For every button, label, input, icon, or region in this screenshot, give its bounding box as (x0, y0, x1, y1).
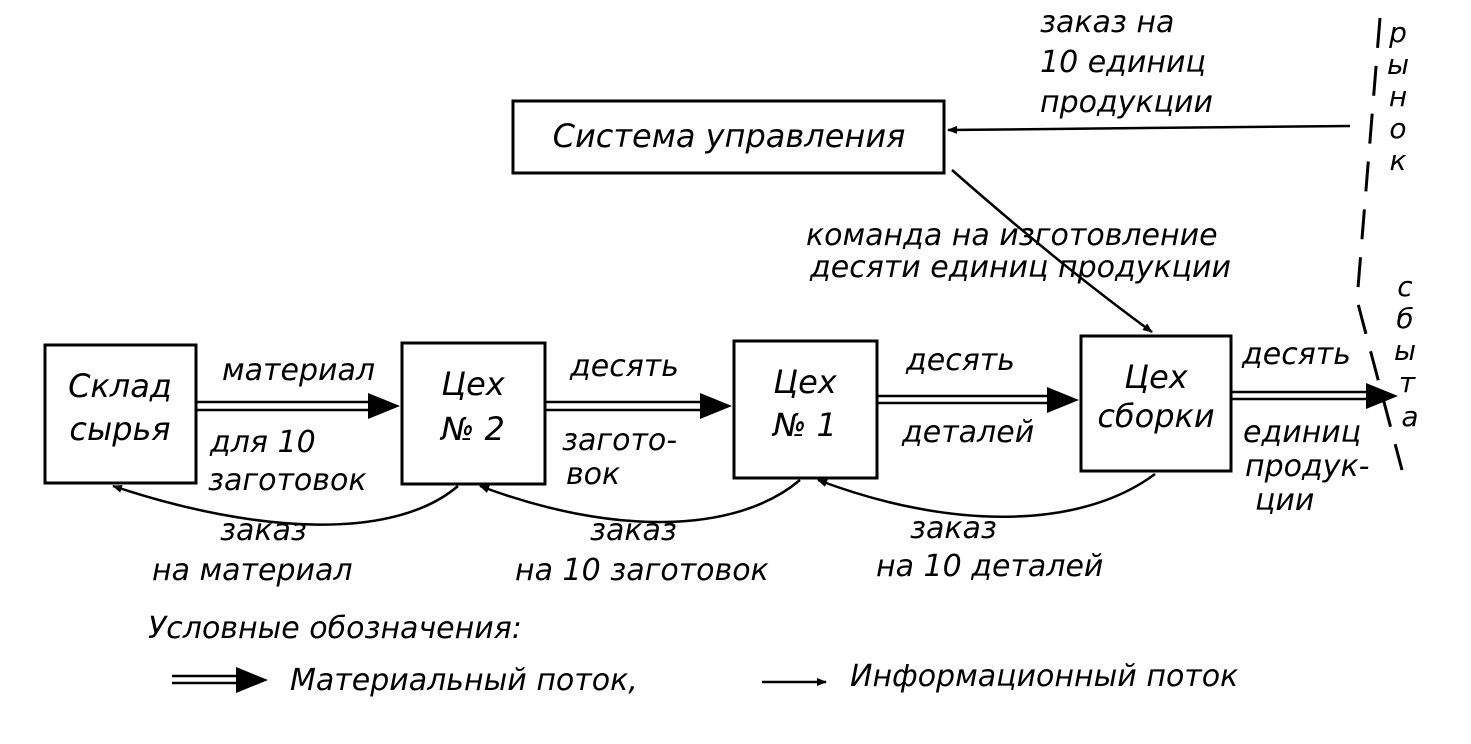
svg-text:загото-: загото- (562, 423, 677, 458)
svg-text:продук-: продук- (1245, 449, 1369, 484)
material-flow-warehouse-to-shop2 (196, 393, 400, 419)
svg-text:заказ на: заказ на (1040, 5, 1174, 40)
info-flow-control-to-assembly (951, 169, 1153, 334)
sales-word-vertical: с б ы т а (1394, 270, 1419, 433)
assembly-label-line2: сборки (1097, 397, 1214, 435)
material-flow-1-labels: материал для 10 заготовок (208, 353, 375, 498)
legend-title: Условные обозначения: (148, 611, 522, 646)
assembly-node: Цех сборки (1079, 334, 1233, 473)
legend-info-flow-label: Информационный поток (850, 659, 1238, 694)
shop1-label-line1: Цех (773, 363, 838, 401)
warehouse-label-line1: Склад (68, 367, 172, 405)
legend-material-flow-symbol (172, 667, 268, 693)
svg-text:на 10 заготовок: на 10 заготовок (515, 553, 769, 588)
shop2-node: Цех № 2 (400, 341, 547, 486)
svg-text:на материал: на материал (152, 553, 353, 588)
svg-text:десяти единиц продукции: десяти единиц продукции (809, 250, 1231, 285)
svg-text:продукции: продукции (1040, 85, 1213, 120)
svg-text:десять: десять (1241, 337, 1351, 372)
svg-text:десять: десять (569, 349, 679, 384)
warehouse-label-line2: сырья (69, 410, 170, 448)
material-flow-4-labels: десять единиц продук- ции (1241, 337, 1369, 518)
assembly-label-line1: Цех (1124, 358, 1189, 396)
svg-text:десять: десять (905, 343, 1015, 378)
material-flow-2-labels: десять загото- вок (562, 349, 679, 492)
svg-text:10 единиц: 10 единиц (1040, 45, 1206, 80)
order-2-labels: заказ на 10 заготовок (515, 513, 769, 588)
svg-text:к: к (1390, 144, 1407, 177)
market-order-label: заказ на 10 единиц продукции (1040, 5, 1213, 120)
svg-text:вок: вок (566, 457, 620, 492)
order-flow-shop2-to-warehouse (112, 484, 459, 526)
svg-text:ы: ы (1387, 48, 1409, 81)
material-flow-3-labels: десять деталей (901, 343, 1034, 450)
svg-text:о: о (1389, 112, 1406, 145)
svg-text:с: с (1397, 270, 1413, 303)
info-flow-market-to-control (947, 124, 1351, 134)
svg-text:деталей: деталей (901, 415, 1034, 450)
svg-text:заказ: заказ (910, 511, 997, 546)
svg-text:для 10: для 10 (209, 425, 316, 460)
material-flow-shop1-to-assembly (877, 387, 1079, 413)
order-flow-shop1-to-shop2 (479, 479, 801, 524)
svg-text:единиц: единиц (1243, 415, 1361, 450)
svg-text:а: а (1401, 400, 1418, 433)
legend: Условные обозначения: Материальный поток… (148, 611, 1238, 698)
svg-text:н: н (1389, 80, 1407, 113)
market-boundary-dashed-line (1355, 17, 1404, 471)
svg-text:ы: ы (1394, 334, 1416, 367)
svg-text:на 10 деталей: на 10 деталей (876, 549, 1103, 584)
shop1-label-line2: № 1 (771, 406, 837, 444)
legend-material-flow-label: Материальный поток, (290, 663, 638, 698)
shop1-node: Цех № 1 (732, 339, 879, 480)
svg-text:заказ: заказ (220, 513, 307, 548)
material-flow-shop2-to-shop1 (545, 393, 732, 419)
svg-text:б: б (1396, 302, 1413, 335)
command-label: команда на изготовление десяти единиц пр… (806, 218, 1231, 285)
svg-text:команда на изготовление: команда на изготовление (806, 218, 1218, 253)
order-3-labels: заказ на 10 деталей (876, 511, 1103, 584)
svg-text:заготовок: заготовок (208, 463, 366, 498)
svg-text:р: р (1388, 16, 1407, 49)
order-1-labels: заказ на материал (152, 513, 353, 588)
svg-text:т: т (1399, 366, 1416, 399)
shop2-label-line2: № 2 (439, 410, 505, 448)
svg-text:материал: материал (222, 353, 375, 388)
svg-text:ции: ции (1255, 483, 1314, 518)
warehouse-node: Склад сырья (43, 343, 198, 485)
shop2-label-line1: Цех (441, 365, 506, 403)
control-system-node: Система управления (511, 99, 946, 175)
svg-text:заказ: заказ (590, 513, 677, 548)
material-flow-assembly-to-sales (1231, 383, 1398, 409)
control-system-label: Система управления (553, 117, 906, 155)
order-flow-assembly-to-shop1 (817, 472, 1156, 518)
market-word-vertical: р ы н о к (1387, 16, 1409, 177)
